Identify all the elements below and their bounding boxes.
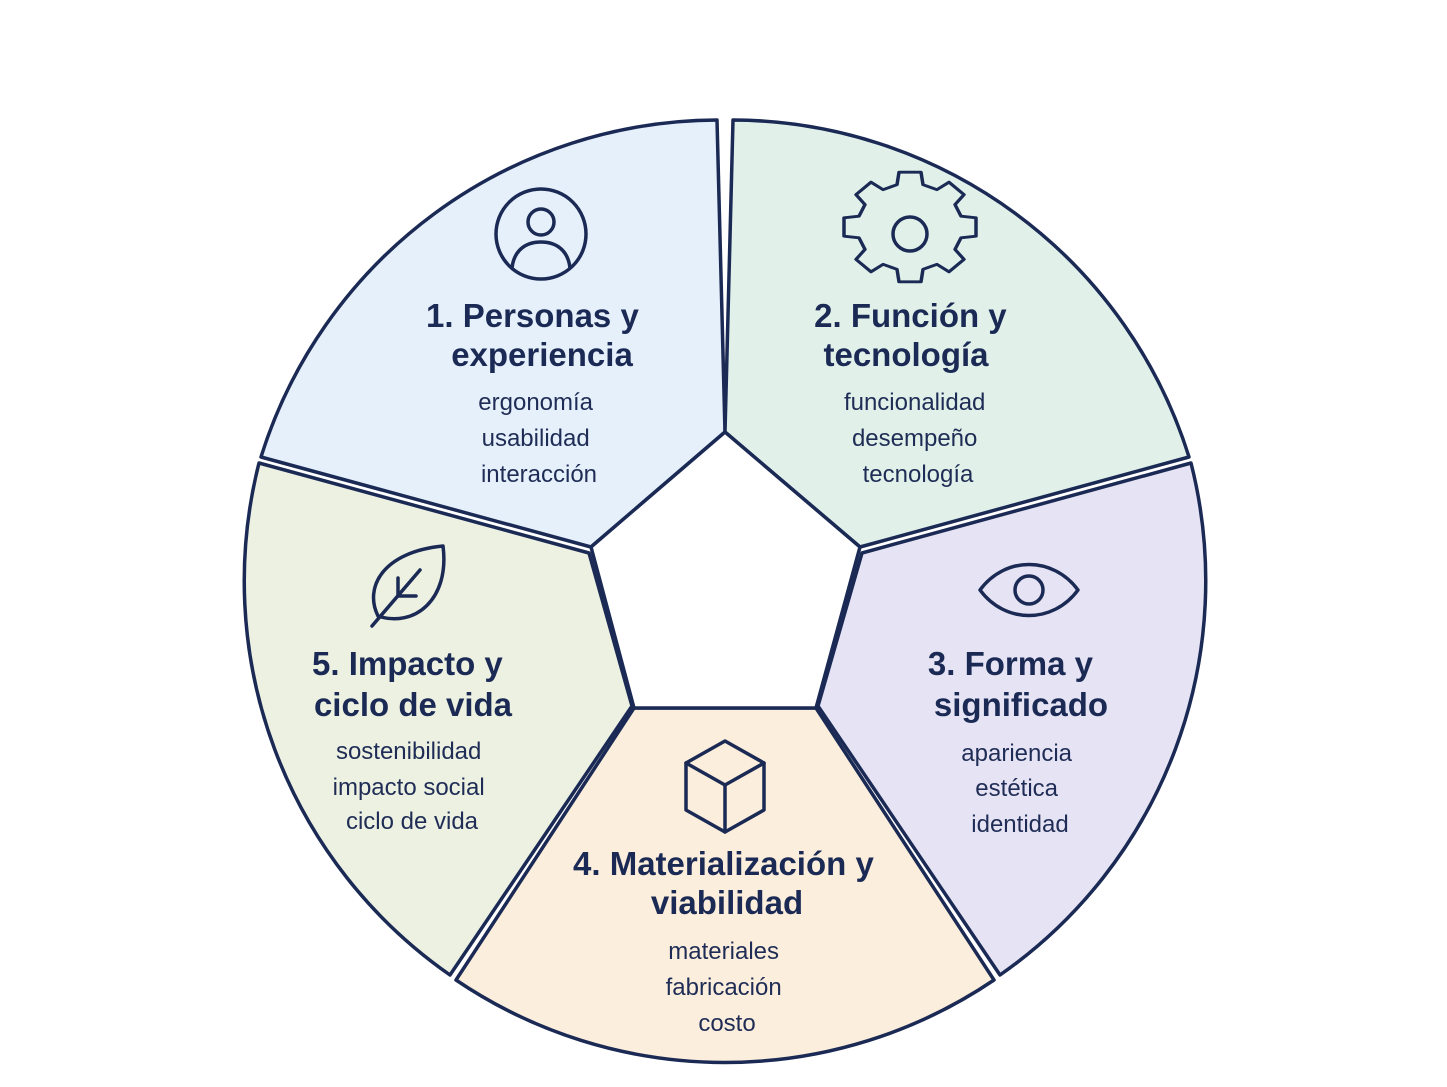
segment-forma-title-line-2: significado [934,686,1108,723]
segment-funcion-items: funcionalidad desempeño tecnología [844,389,992,488]
segment-impacto-shape [242,461,634,977]
segment-personas-title-line-2: experiencia [451,336,633,373]
segment-materializacion-items: materiales fabricación costo [666,938,789,1037]
segment-impacto: 5. Impacto y ciclo de vida sostenibilida… [242,461,634,977]
cube-icon [684,739,766,834]
segment-forma-title-line-1: 3. Forma y [928,645,1094,682]
leaf-icon [370,544,446,628]
segment-personas-item-3: interacción [481,461,597,488]
segment-materializacion-title: 4. Materialización y viabilidad [573,845,883,921]
segment-funcion-shape [723,118,1191,549]
segment-personas: 1. Personas y experiencia ergonomía usab… [259,118,727,549]
segment-funcion-item-2: desempeño [852,425,977,452]
segment-forma-item-3: identidad [971,811,1068,838]
segment-forma: 3. Forma y significado apariencia estéti… [816,461,1208,977]
user-circle-icon [494,187,588,281]
segment-materializacion-item-3: costo [698,1010,755,1037]
segment-forma-items: apariencia estética identidad [961,740,1078,838]
segment-personas-item-2: usabilidad [482,425,590,452]
segment-materializacion-shape [454,706,996,1065]
segment-personas-items: ergonomía usabilidad interacción [478,389,599,488]
segment-impacto-item-2: impacto social [333,774,485,801]
center-pentagon [589,430,862,710]
segment-materializacion-item-2: fabricación [666,974,782,1001]
segment-forma-item-2: estética [975,775,1058,802]
segment-funcion-title-line-1: 2. Función y [814,297,1007,334]
segment-funcion-title-line-2: tecnología [823,336,989,373]
segment-forma-shape [816,461,1208,977]
segment-funcion-title: 2. Función y tecnología [814,297,1016,373]
segment-impacto-title-line-1: 5. Impacto y [312,645,503,682]
segment-personas-item-1: ergonomía [478,389,593,416]
segment-impacto-item-1: sostenibilidad [336,738,481,765]
segment-materializacion: 4. Materialización y viabilidad material… [454,706,996,1065]
segment-materializacion-item-1: materiales [668,938,779,965]
segment-personas-title-line-1: 1. Personas y [426,297,639,334]
gear-icon [842,170,978,284]
segment-funcion-item-3: tecnología [863,461,974,488]
segment-forma-item-1: apariencia [961,740,1072,767]
segment-impacto-items: sostenibilidad impacto social ciclo de v… [333,738,492,835]
segment-personas-shape [259,118,727,549]
segment-materializacion-title-line-2: viabilidad [651,884,803,921]
segment-forma-title: 3. Forma y significado [928,645,1108,723]
segment-materializacion-title-line-1: 4. Materialización y [573,845,874,882]
segment-funcion-item-1: funcionalidad [844,389,985,416]
segment-personas-title: 1. Personas y experiencia [426,297,648,373]
segment-impacto-title: 5. Impacto y ciclo de vida [312,645,513,723]
segment-impacto-title-line-2: ciclo de vida [314,686,513,723]
segment-impacto-item-3: ciclo de vida [346,808,479,835]
segment-funcion: 2. Función y tecnología funcionalidad de… [723,118,1191,549]
eye-icon [978,562,1080,618]
